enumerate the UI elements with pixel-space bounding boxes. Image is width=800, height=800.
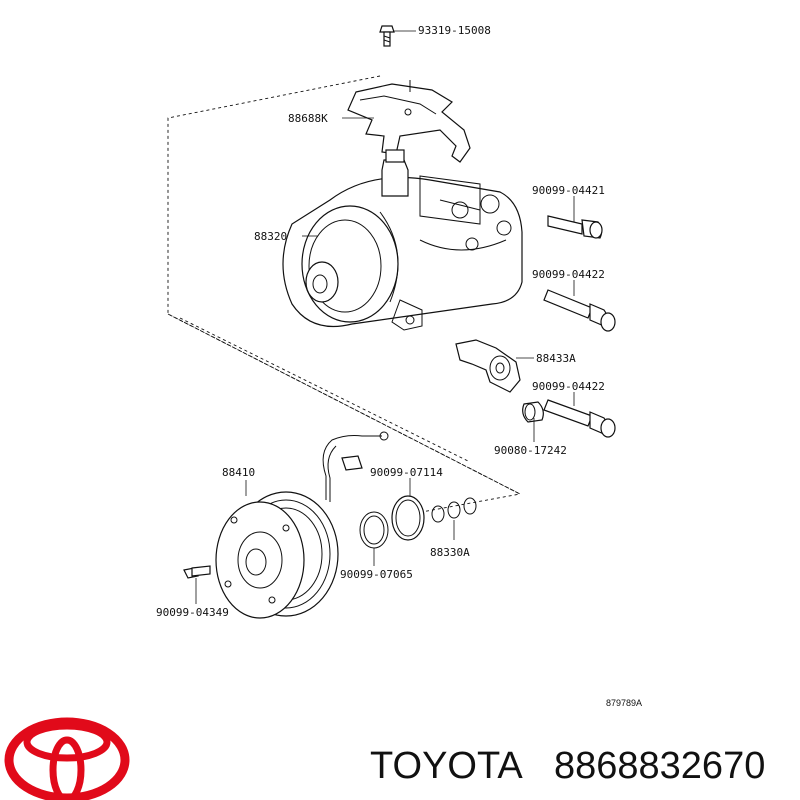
snap-ring-07065-drawing bbox=[359, 511, 389, 549]
part-label-88330a: 88330A bbox=[430, 546, 470, 559]
pulley-bolt-drawing bbox=[183, 565, 211, 579]
part-label-88320: 88320 bbox=[254, 230, 287, 243]
bolt-04422-drawing bbox=[543, 289, 616, 332]
toyota-logo-icon bbox=[4, 717, 130, 800]
leader-lines bbox=[195, 30, 575, 604]
part-label-90099-04422-lower: 90099-04422 bbox=[532, 380, 605, 393]
bolt-04421-drawing bbox=[547, 215, 603, 239]
diagram-code: 879789A bbox=[606, 698, 642, 708]
part-label-90099-04349: 90099-04349 bbox=[156, 606, 229, 619]
part-label-90099-04422-upper: 90099-04422 bbox=[532, 268, 605, 281]
shims-drawing bbox=[431, 497, 477, 523]
collar-drawing bbox=[522, 401, 544, 423]
clutch-wire-drawing bbox=[322, 431, 389, 502]
brand-name: TOYOTA bbox=[370, 745, 523, 787]
snap-ring-07114-drawing bbox=[391, 495, 425, 541]
bracket-drawing bbox=[347, 80, 471, 163]
part-label-90099-04421: 90099-04421 bbox=[532, 184, 605, 197]
brand-part-number: 8868832670 bbox=[554, 745, 765, 787]
part-label-90080-17242: 90080-17242 bbox=[494, 444, 567, 457]
compressor-drawing bbox=[282, 149, 523, 331]
part-label-93319-15008: 93319-15008 bbox=[418, 24, 491, 37]
part-label-88433a: 88433A bbox=[536, 352, 576, 365]
bolt-04422-lower-drawing bbox=[543, 399, 616, 438]
mount-bracket-drawing bbox=[455, 339, 521, 393]
top-bolt-drawing bbox=[379, 25, 395, 47]
pulley-drawing bbox=[215, 491, 339, 619]
part-label-88688k: 88688K bbox=[288, 112, 328, 125]
part-label-88410: 88410 bbox=[222, 466, 255, 479]
part-label-90099-07114: 90099-07114 bbox=[370, 466, 443, 479]
part-label-90099-07065: 90099-07065 bbox=[340, 568, 413, 581]
